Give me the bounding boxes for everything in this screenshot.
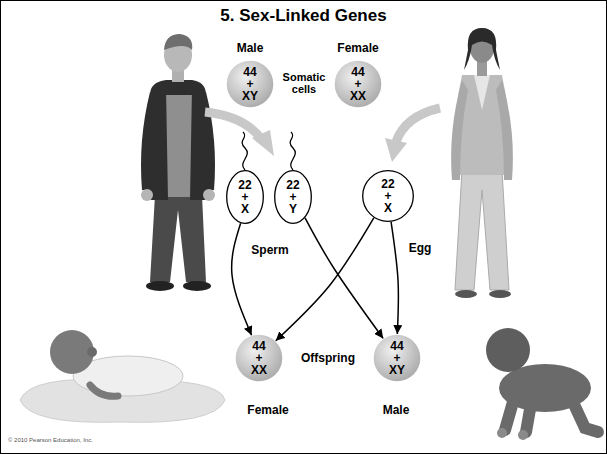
egg-cell: 22 + X: [362, 170, 414, 222]
cell-content: 44 + XX: [350, 66, 366, 102]
chromosome-count: 44 + XX: [251, 340, 267, 376]
somatic-cell: 44 + XY: [226, 60, 274, 108]
cell-outline: [275, 171, 312, 224]
cell-content: 44 + XY: [389, 340, 405, 376]
chromosome-count: 44 + XX: [350, 66, 366, 102]
sex-label: Female: [337, 41, 378, 55]
cell-outline: [363, 171, 414, 222]
chromosome-count: 44 + XY: [242, 66, 258, 102]
copyright-note: © 2010 Pearson Education, Inc.: [8, 437, 93, 443]
sex-label: Male: [237, 41, 264, 55]
chromosome-count: 22 + Y: [286, 179, 299, 215]
offspring-cell: 44 + XY: [373, 334, 421, 382]
cell-content: 44 + XX: [251, 340, 267, 376]
man-figure: [141, 34, 215, 291]
sperm-cell: 22 + Y: [274, 170, 312, 224]
gamete-label: Sperm: [251, 243, 288, 257]
inheritance-arrow: [232, 223, 252, 335]
cell-content: 22 + X: [381, 178, 394, 214]
inheritance-arrow: [391, 222, 398, 334]
somatic-cell: 44 + XX: [334, 60, 382, 108]
baby-boy-figure: [486, 328, 598, 440]
cell-type-label: Somatic cells: [283, 72, 326, 95]
slide-title: 5. Sex-Linked Genes: [0, 6, 607, 26]
cell-content: 22 + X: [238, 179, 251, 215]
chromosome-count: 44 + XY: [389, 340, 405, 376]
gamete-formation-arrow: [205, 108, 440, 162]
offspring-cell: 44 + XX: [235, 334, 283, 382]
cell-outline: [227, 61, 274, 108]
gamete-label: Egg: [409, 241, 432, 255]
sperm-tail: [242, 132, 295, 170]
cell-outline: [236, 335, 283, 382]
chromosome-count: 22 + X: [381, 178, 394, 214]
sperm-cell: 22 + X: [226, 170, 264, 224]
offspring-label: Offspring: [301, 351, 355, 365]
cell-outline: [227, 171, 264, 224]
sex-label: Male: [383, 403, 410, 417]
cell-content: 22 + Y: [286, 179, 299, 215]
woman-figure: [451, 28, 513, 298]
inheritance-arrow: [305, 218, 383, 338]
cell-outline: [335, 61, 382, 108]
baby-girl-figure: [20, 330, 225, 422]
chromosome-count: 22 + X: [238, 179, 251, 215]
sex-label: Female: [247, 403, 288, 417]
cell-content: 44 + XY: [242, 66, 258, 102]
inheritance-arrow: [276, 218, 374, 341]
cell-outline: [374, 335, 421, 382]
